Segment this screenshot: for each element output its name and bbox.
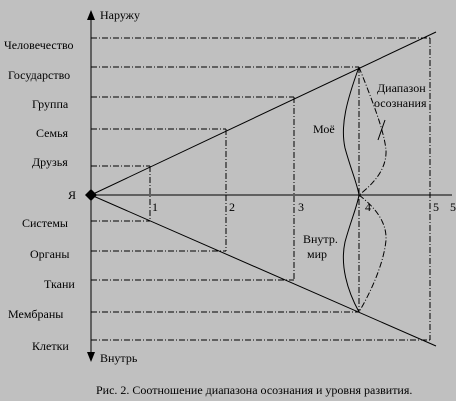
level-label-family: Семья (36, 126, 69, 140)
axis-arrow-up (87, 10, 95, 20)
awareness-range-label-2: осознания (374, 96, 427, 110)
upper-boundary-line (90, 31, 437, 196)
awareness-range-label-1: Диапазон (377, 81, 426, 95)
lower-boundary-line (90, 194, 437, 347)
x-tick-1: 1 (152, 200, 158, 214)
awareness-range-upper (358, 66, 387, 196)
origin-marker (85, 189, 97, 201)
level-label-friends: Друзья (32, 155, 68, 169)
own-lens-lower (342, 194, 360, 313)
x-tick-2: 2 (229, 200, 235, 214)
level-label-tissues: Ткани (44, 277, 75, 291)
x-tick-5-edge: 5 (450, 200, 456, 214)
figure-caption: Рис. 2. Соотношение диапазона осознания … (96, 383, 412, 397)
level-label-organs: Органы (30, 247, 69, 261)
inner-world-label-1: Внутр. (303, 232, 338, 246)
level-label-humanity: Человечество (4, 38, 74, 52)
x-tick-4: 4 (365, 200, 371, 214)
own-label: Моё (313, 122, 335, 136)
awareness-pointer-line (377, 119, 386, 141)
x-tick-5: 5 (433, 200, 439, 214)
level-label-cells: Клетки (32, 339, 69, 353)
awareness-range-lower (358, 194, 387, 313)
axis-top-label: Наружу (100, 8, 140, 22)
x-tick-3: 3 (298, 200, 304, 214)
own-lens-upper (342, 66, 360, 196)
level-label-membranes: Мембраны (8, 307, 63, 321)
axis-arrow-down (87, 352, 95, 362)
level-label-group: Группа (32, 97, 69, 111)
axis-bottom-label: Внутрь (100, 351, 138, 365)
inner-world-label-2: мир (307, 247, 327, 261)
origin-label: Я (68, 188, 76, 202)
level-label-systems: Системы (22, 216, 68, 230)
level-label-state: Государство (8, 68, 70, 82)
